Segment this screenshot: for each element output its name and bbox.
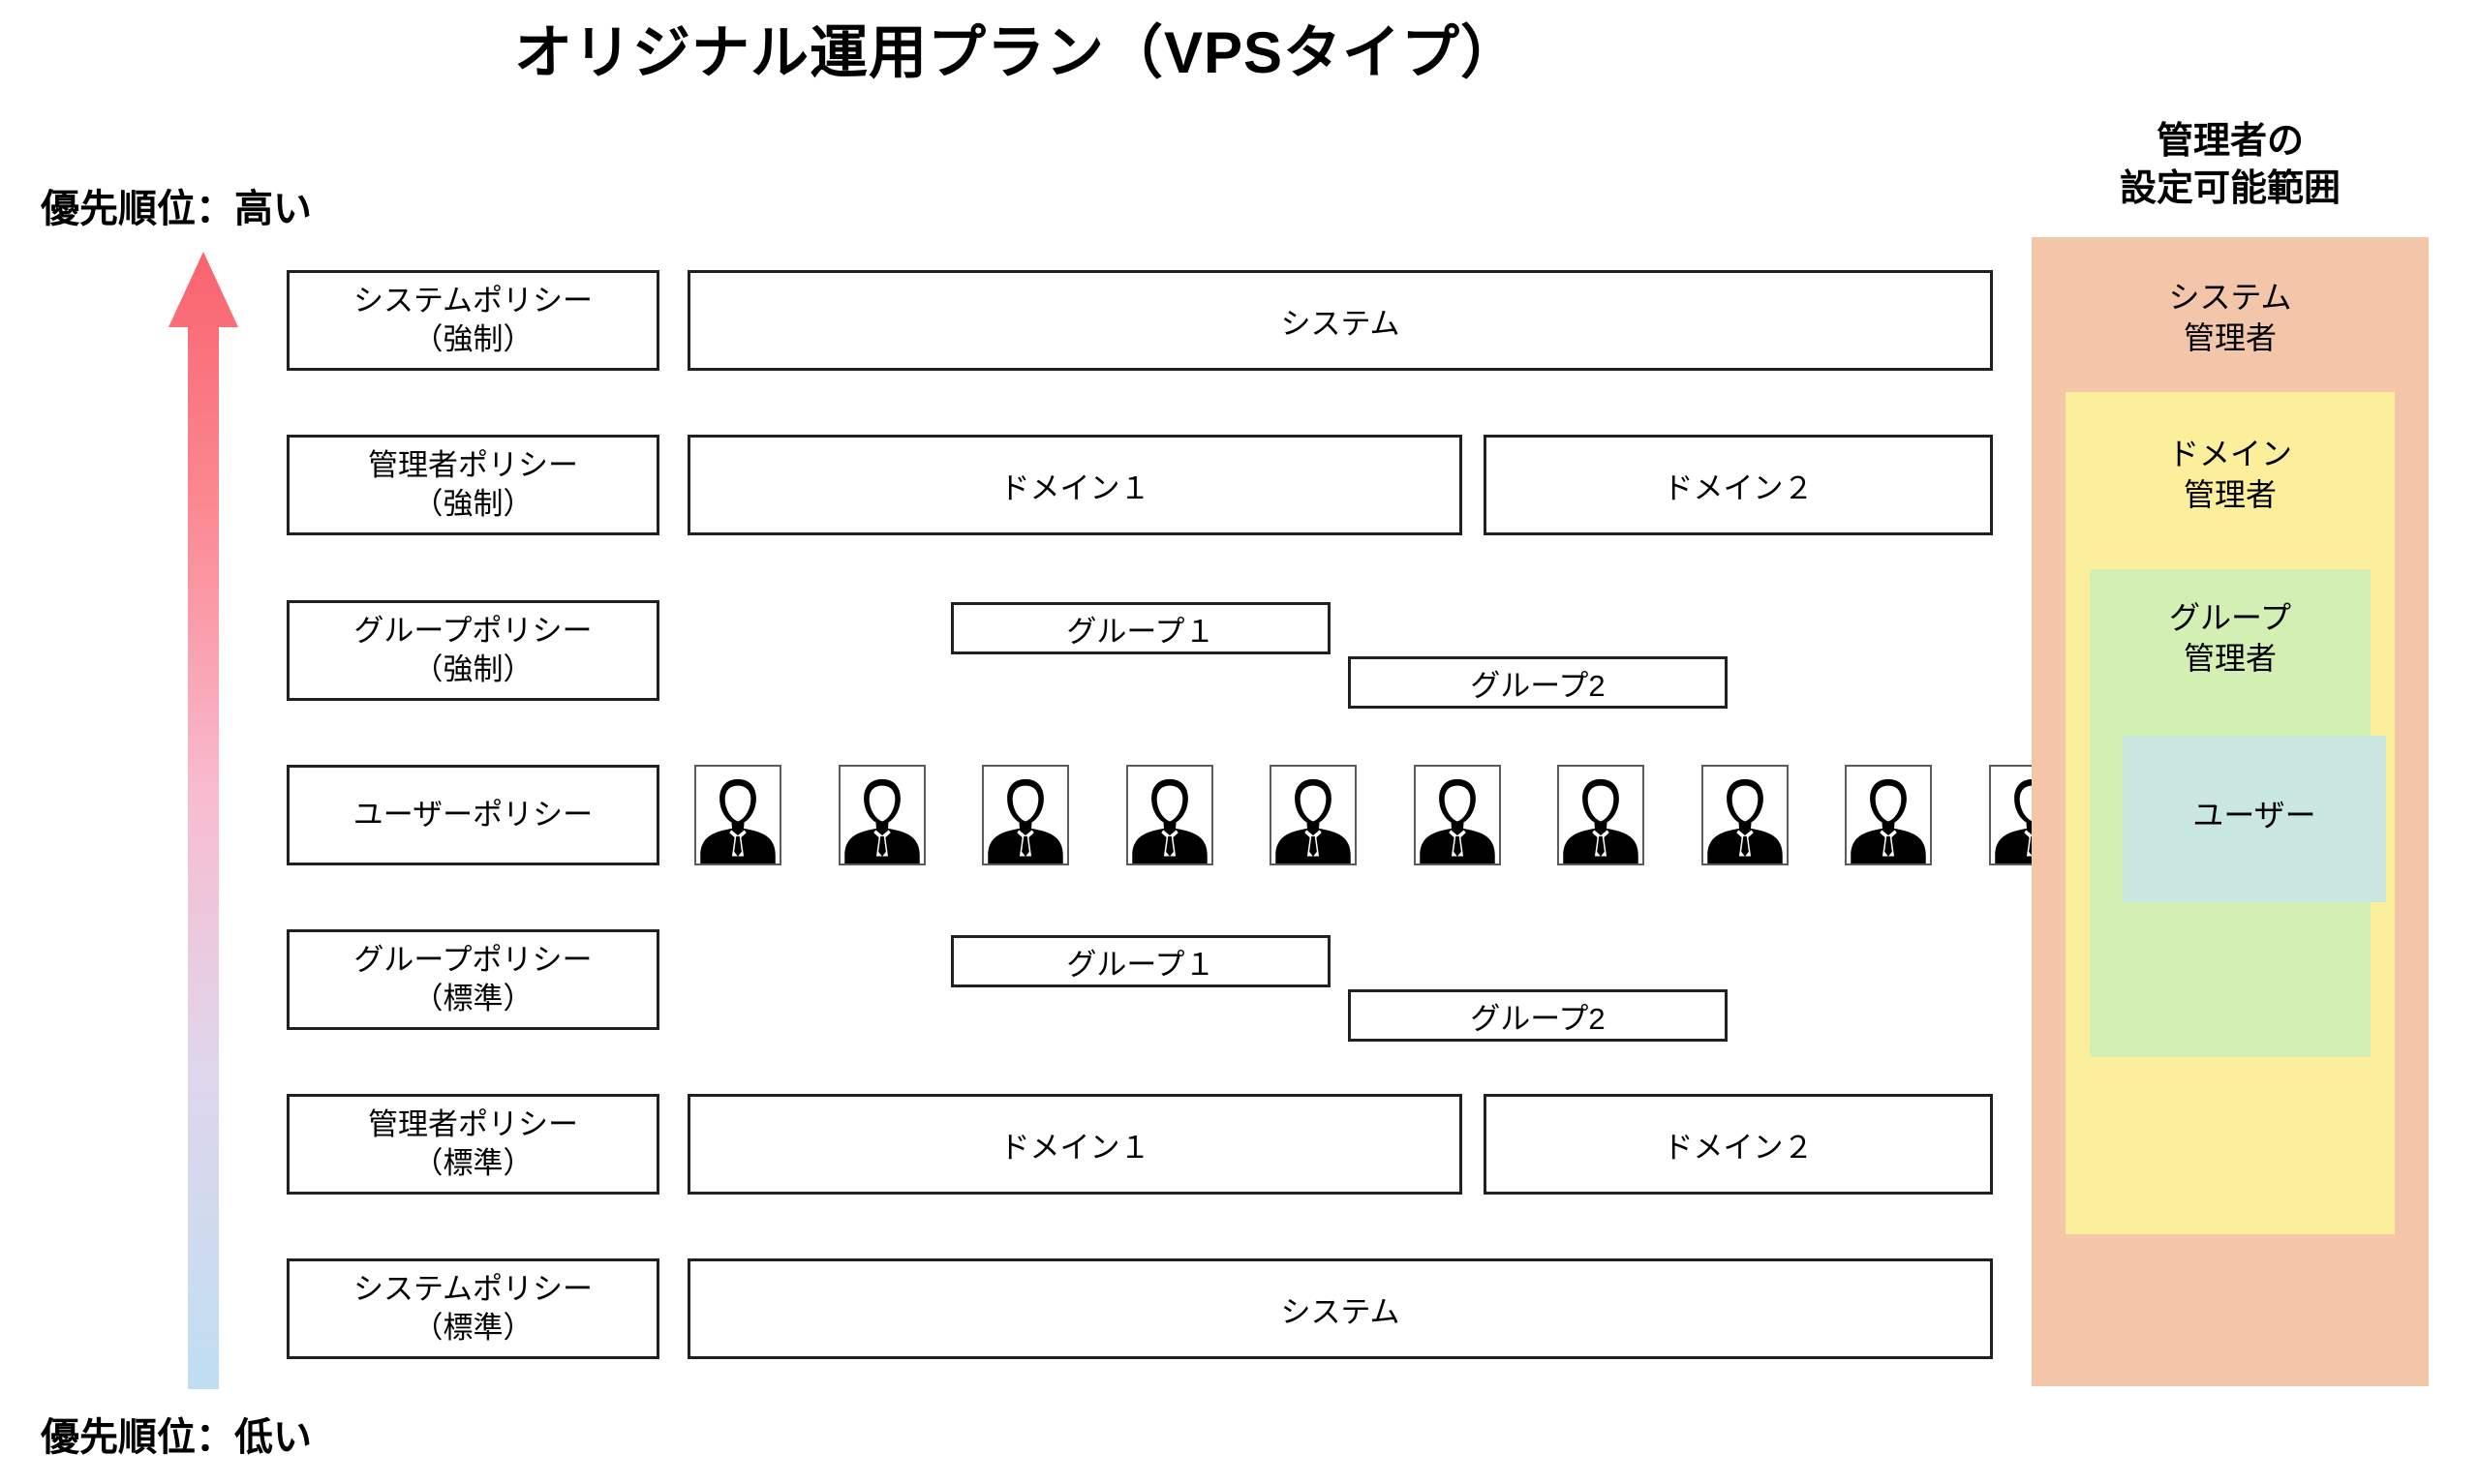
scope-band-user: ユーザー bbox=[2123, 736, 2386, 902]
scope-band-label: グループ 管理者 bbox=[2090, 598, 2371, 679]
user-person-icon bbox=[1132, 778, 1208, 863]
user-person-icon bbox=[1851, 778, 1926, 863]
content-box-group1-standard: グループ１ bbox=[951, 935, 1331, 987]
policy-label-line2: （強制） bbox=[413, 322, 534, 356]
user-person-icon bbox=[988, 778, 1063, 863]
content-box-domain1-standard: ドメイン１ bbox=[688, 1094, 1462, 1195]
scope-label-line1: ユーザー bbox=[2192, 798, 2316, 833]
user-person-icon bbox=[844, 778, 920, 863]
policy-label-line2: （標準） bbox=[413, 982, 534, 1015]
user-person-icon bbox=[1707, 778, 1783, 863]
scope-panel-title: 管理者の 設定可能範囲 bbox=[2032, 118, 2429, 212]
scope-label-line2: 管理者 bbox=[2183, 319, 2277, 355]
content-box-group1-forced: グループ１ bbox=[951, 602, 1331, 654]
policy-row-label-system-standard: システムポリシー （標準） bbox=[287, 1258, 659, 1359]
user-icon-tile bbox=[1557, 765, 1644, 865]
content-box-domain1-forced: ドメイン１ bbox=[688, 435, 1462, 535]
user-icon-tile bbox=[839, 765, 926, 865]
policy-label-line1: 管理者ポリシー bbox=[368, 1107, 578, 1142]
scope-label-line1: システム bbox=[2168, 280, 2292, 315]
user-icon-tile bbox=[1701, 765, 1789, 865]
priority-high-label: 優先順位：高い bbox=[41, 188, 312, 230]
policy-label-line1: システムポリシー bbox=[352, 1272, 594, 1307]
policy-label-line1: システムポリシー bbox=[352, 284, 594, 318]
content-box-domain2-forced: ドメイン２ bbox=[1484, 435, 1993, 535]
content-box-system-standard: システム bbox=[688, 1258, 1993, 1359]
user-icon-tile bbox=[694, 765, 781, 865]
policy-row-label-admin-standard: 管理者ポリシー （標準） bbox=[287, 1094, 659, 1195]
policy-row-label-admin-forced: 管理者ポリシー （強制） bbox=[287, 435, 659, 535]
scope-band-label: ユーザー bbox=[2123, 796, 2386, 836]
policy-label-line2: （標準） bbox=[413, 1311, 534, 1345]
policy-label-line1: グループポリシー bbox=[353, 614, 593, 649]
scope-band-label: システム 管理者 bbox=[2032, 278, 2429, 358]
scope-label-line2: 管理者 bbox=[2183, 640, 2277, 676]
policy-row-label-group-forced: グループポリシー （強制） bbox=[287, 600, 659, 701]
content-box-system-forced: システム bbox=[688, 270, 1993, 371]
page-title: オリジナル運用プラン（VPSタイプ） bbox=[513, 20, 1520, 85]
user-person-icon bbox=[1563, 778, 1638, 863]
user-icon-tile bbox=[1845, 765, 1932, 865]
scope-label-line1: グループ bbox=[2168, 600, 2292, 635]
policy-label-line2: （強制） bbox=[413, 652, 534, 686]
user-person-icon bbox=[1275, 778, 1351, 863]
scope-band-label: ドメイン 管理者 bbox=[2066, 435, 2395, 515]
content-box-domain2-standard: ドメイン２ bbox=[1484, 1094, 1993, 1195]
policy-row-label-group-standard: グループポリシー （標準） bbox=[287, 929, 659, 1030]
user-icon-tile bbox=[982, 765, 1069, 865]
policy-label-line1: グループポリシー bbox=[353, 943, 593, 978]
user-icon-tile bbox=[1270, 765, 1357, 865]
scope-label-line1: ドメイン bbox=[2167, 437, 2292, 471]
scope-title-line1: 管理者の bbox=[2156, 121, 2304, 162]
scope-title-line2: 設定可能範囲 bbox=[2119, 167, 2341, 209]
user-icon-tile bbox=[1126, 765, 1213, 865]
user-icon-tile bbox=[1414, 765, 1501, 865]
policy-row-label-user: ユーザーポリシー bbox=[287, 765, 659, 865]
priority-arrow-icon bbox=[168, 252, 238, 1389]
policy-label-line2: （強制） bbox=[413, 487, 534, 521]
user-person-icon bbox=[1420, 778, 1495, 863]
policy-row-label-system-forced: システムポリシー （強制） bbox=[287, 270, 659, 371]
scope-label-line2: 管理者 bbox=[2183, 476, 2277, 512]
content-box-group2-standard: グループ2 bbox=[1348, 989, 1728, 1042]
policy-label-line1: ユーザーポリシー bbox=[352, 798, 594, 833]
priority-low-label: 優先順位：低い bbox=[41, 1416, 312, 1459]
policy-label-line1: 管理者ポリシー bbox=[368, 448, 578, 483]
user-person-icon bbox=[700, 778, 776, 863]
policy-label-line2: （標準） bbox=[413, 1146, 534, 1180]
content-box-group2-forced: グループ2 bbox=[1348, 656, 1728, 709]
